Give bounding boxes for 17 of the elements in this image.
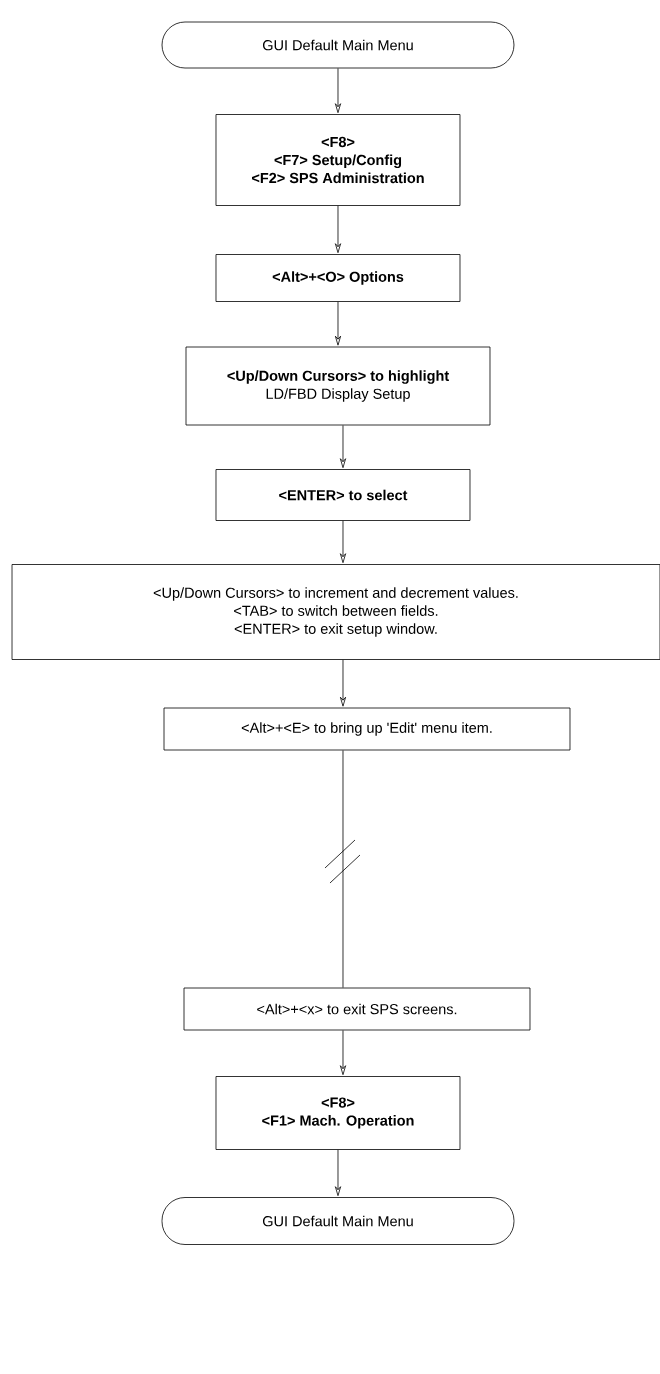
process-box: <Alt>+<O> Options [215, 254, 461, 302]
arrow [334, 68, 342, 114]
process-box: <F8> <F1> Mach. Operation [215, 1076, 461, 1150]
process-box: <ENTER> to select [215, 469, 471, 521]
process-box: <Alt>+<E> to bring up 'Edit' menu item. [163, 707, 571, 751]
arrow [339, 425, 347, 469]
process-box: <Up/Down Cursors> to highlight LD/FBD Display Setup [185, 346, 491, 426]
process-box: <Up/Down Cursors> to increment and decrement values. <TAB> to switch between fields. <ENTER> to exit setup window. [11, 564, 660, 660]
arrow [339, 1030, 347, 1076]
process-box: <Alt>+<x> to exit SPS screens. [183, 987, 531, 1031]
arrow [334, 301, 342, 346]
arrow [334, 1149, 342, 1197]
arrow [339, 659, 347, 707]
process-box: <F8> <F7> Setup/Config <F2> SPS Administration [215, 114, 461, 206]
connector-line [342, 750, 344, 988]
arrow [339, 520, 347, 564]
arrow [334, 205, 342, 254]
